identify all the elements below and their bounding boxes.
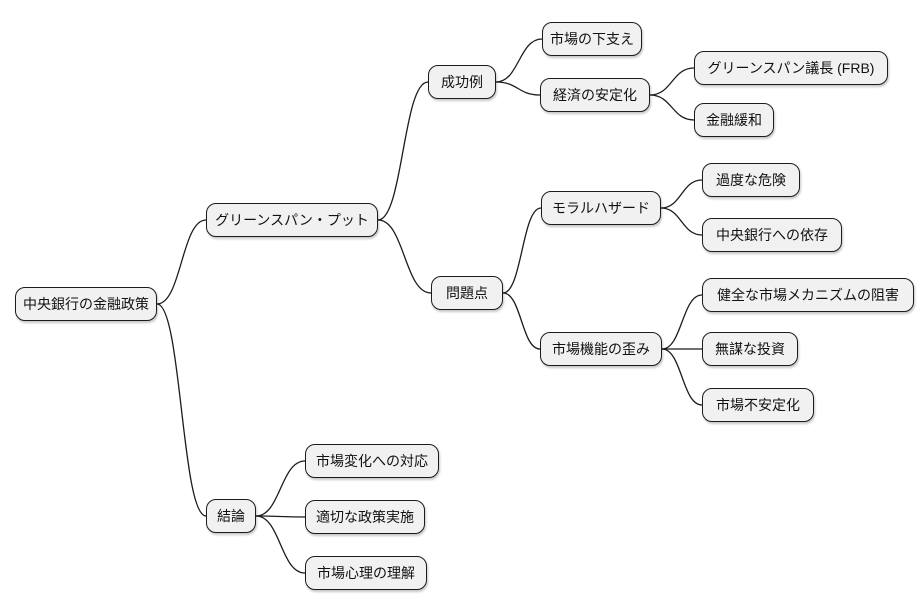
node-market-distortion[interactable]: 市場機能の歪み	[540, 332, 662, 366]
edge-market-distortion-healthy-mechanism	[661, 294, 703, 350]
edge-greenspan-put-problems	[377, 219, 432, 294]
node-market-support[interactable]: 市場の下支え	[542, 22, 642, 56]
node-excessive-risk[interactable]: 過度な危険	[702, 163, 800, 197]
node-market-destabilization[interactable]: 市場不安定化	[702, 388, 814, 422]
edge-conclusion-market-psychology	[255, 515, 306, 574]
node-success[interactable]: 成功例	[428, 65, 496, 99]
node-healthy-mechanism[interactable]: 健全な市場メカニズムの阻害	[702, 278, 914, 312]
node-policy-implementation[interactable]: 適切な政策実施	[305, 500, 425, 534]
edge-root-greenspan-put	[156, 219, 207, 305]
edge-conclusion-market-change-response	[255, 460, 306, 517]
node-moral-hazard[interactable]: モラルハザード	[541, 191, 661, 225]
edge-root-conclusion	[156, 303, 207, 517]
edge-problems-market-distortion	[502, 292, 541, 350]
node-economic-stability[interactable]: 経済の安定化	[540, 78, 650, 112]
node-conclusion[interactable]: 結論	[206, 499, 256, 533]
edge-economic-stability-greenspan-chair	[649, 67, 695, 96]
edge-market-distortion-destabilization	[661, 348, 703, 406]
node-problems[interactable]: 問題点	[431, 276, 503, 310]
node-central-bank-dependence[interactable]: 中央銀行への依存	[702, 218, 842, 252]
edge-economic-stability-monetary-easing	[649, 94, 695, 121]
edge-moral-hazard-excessive-risk	[660, 179, 703, 209]
edge-moral-hazard-central-bank-dependence	[660, 207, 703, 236]
node-greenspan-chair[interactable]: グリーンスパン議長 (FRB)	[694, 51, 888, 85]
node-monetary-easing[interactable]: 金融緩和	[694, 103, 774, 137]
node-reckless-investment[interactable]: 無謀な投資	[702, 332, 798, 366]
edge-greenspan-put-success	[377, 81, 429, 221]
edge-success-economic-stability	[495, 81, 541, 96]
edge-conclusion-policy-implementation	[255, 515, 306, 518]
node-market-psychology[interactable]: 市場心理の理解	[305, 556, 427, 590]
edge-success-market-support	[495, 38, 543, 83]
node-market-change-response[interactable]: 市場変化への対応	[305, 444, 439, 478]
node-root[interactable]: 中央銀行の金融政策	[15, 287, 157, 321]
edge-problems-moral-hazard	[502, 207, 542, 294]
node-greenspan-put[interactable]: グリーンスパン・プット	[206, 203, 378, 237]
